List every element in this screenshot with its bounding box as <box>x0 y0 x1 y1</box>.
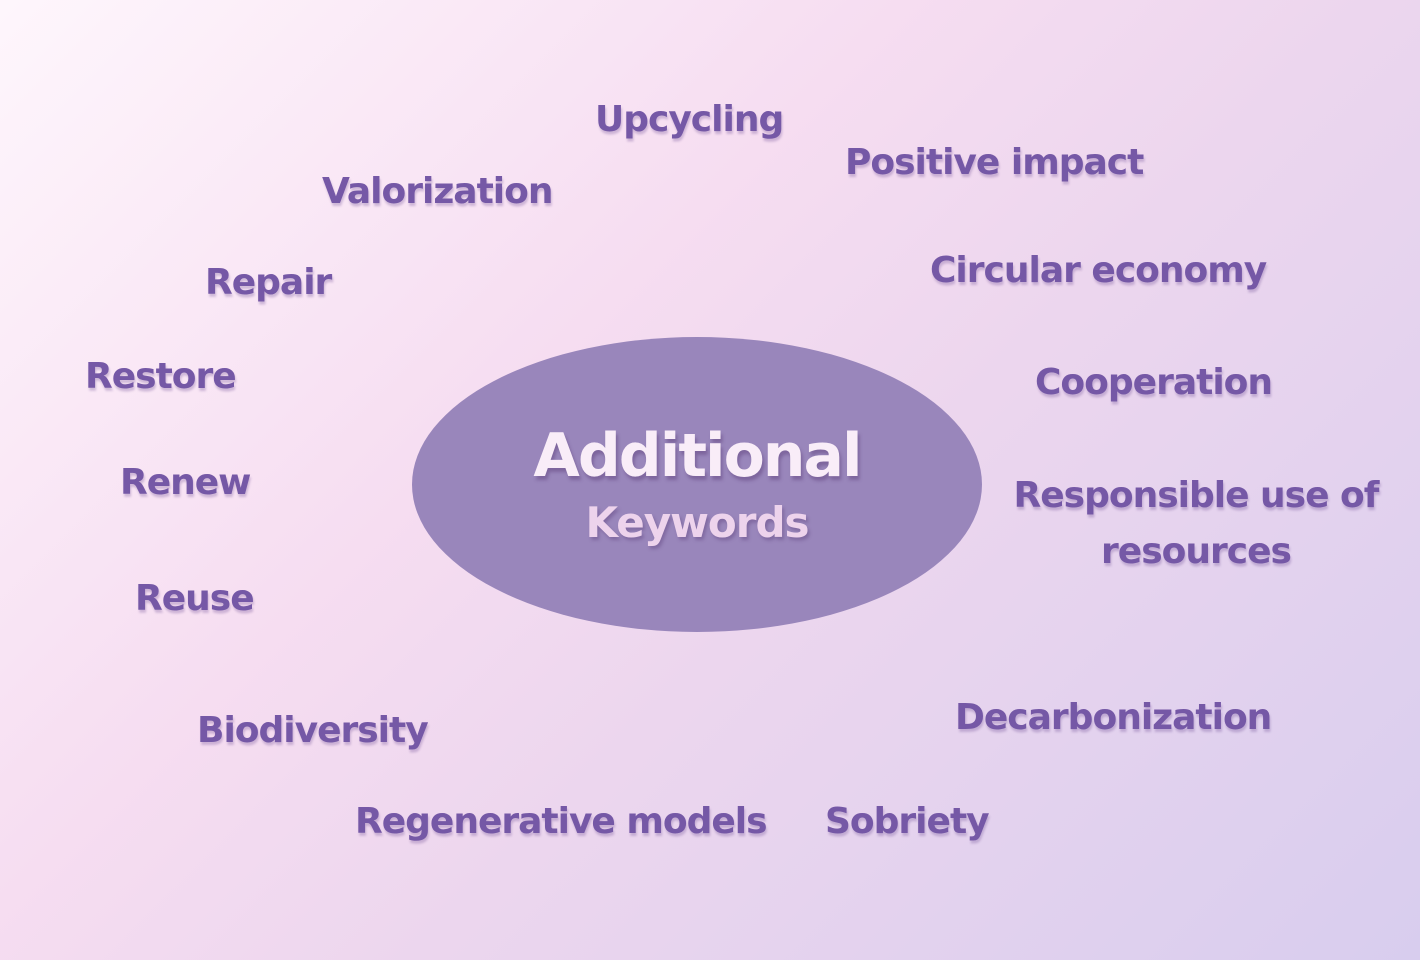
central-subtitle: Keywords <box>585 497 809 547</box>
keyword-renew: Renew <box>120 462 251 503</box>
keyword-responsible-use-of-resources: Responsible use of resources <box>1013 475 1380 572</box>
keyword-regenerative-models: Regenerative models <box>355 801 768 842</box>
keyword-valorization: Valorization <box>322 171 554 212</box>
keyword-sobriety: Sobriety <box>825 801 990 842</box>
keyword-positive-impact: Positive impact <box>845 142 1144 183</box>
keyword-circular-economy: Circular economy <box>930 250 1267 291</box>
keyword-reuse: Reuse <box>135 578 255 619</box>
central-title: Additional <box>533 420 862 491</box>
keyword-decarbonization: Decarbonization <box>955 697 1272 738</box>
keyword-biodiversity: Biodiversity <box>197 710 429 751</box>
central-ellipse: Additional Keywords <box>412 337 982 632</box>
keyword-restore: Restore <box>85 356 237 397</box>
keyword-repair: Repair <box>205 262 332 303</box>
keyword-cooperation: Cooperation <box>1035 362 1273 403</box>
keyword-upcycling: Upcycling <box>595 99 784 140</box>
